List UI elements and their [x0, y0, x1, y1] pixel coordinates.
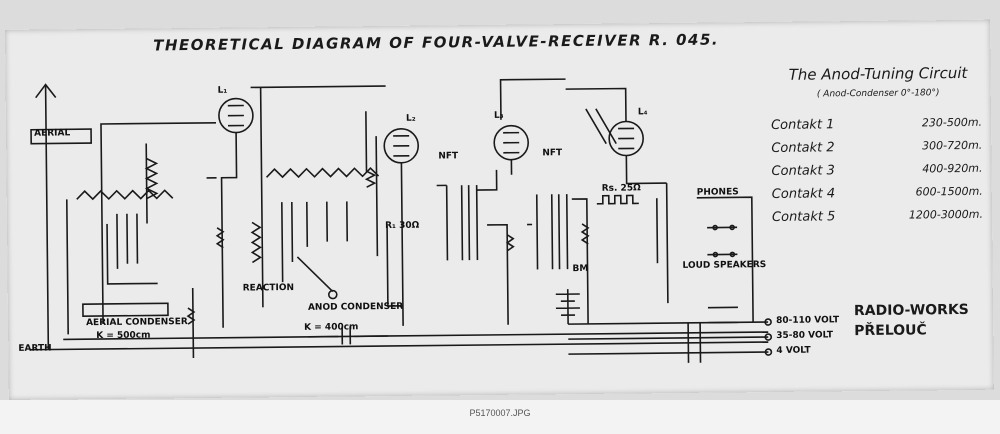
contact-row: Contakt 2 300-720m.	[771, 139, 986, 156]
schematic-sheet: THEORETICAL DIAGRAM OF FOUR-VALVE-RECEIV…	[5, 19, 994, 400]
contact-list: Contakt 1 230-500m. Contakt 2 300-720m. Co…	[771, 116, 987, 225]
bm-label: BM	[572, 263, 589, 275]
contact-range: 400-920m.	[922, 161, 983, 176]
anod-condenser-label: ANOD CONDENSER	[307, 301, 404, 313]
reaction-label: REACTION	[242, 282, 295, 294]
aerial-label: AERIAL	[34, 128, 71, 139]
volt-80-label: 80-110 VOLT	[776, 315, 840, 326]
circuit-drawing	[30, 78, 773, 363]
contact-label: Contakt 3	[771, 163, 835, 179]
loud-speakers-label: LOUD SPEAKERS	[682, 260, 767, 271]
volt-4-label: 4 VOLT	[776, 345, 811, 356]
nft2-label: NFT	[542, 148, 563, 159]
aerial-condenser-value: K = 500cm	[96, 330, 151, 342]
legend-title: The Anod-Tuning Circuit	[788, 63, 968, 84]
file-caption: P5170007.JPG	[469, 408, 531, 418]
contact-range: 1200-3000m.	[908, 207, 984, 222]
contact-label: Contakt 5	[771, 209, 836, 225]
contact-range: 300-720m.	[922, 138, 983, 153]
valve-l2-label: L₂	[405, 113, 416, 124]
contact-row: Contakt 5 1200-3000m.	[772, 208, 987, 225]
contact-range: 230-500m.	[921, 115, 983, 130]
contact-row: Contakt 4 600-1500m.	[772, 185, 987, 202]
contact-label: Contakt 2	[771, 140, 835, 156]
radio-works-mark: RADIO-WORKS PŘELOUČ	[854, 300, 969, 341]
contact-label: Contakt 4	[771, 186, 836, 202]
volt-35-label: 35-80 VOLT	[776, 330, 834, 341]
nft1-label: NFT	[438, 151, 459, 162]
legend-subtitle: ( Anod-Condenser 0°-180°)	[816, 88, 940, 100]
valve-l3-label: L₃	[493, 110, 504, 121]
earth-label: EARTH	[18, 343, 52, 354]
works-line1: RADIO-WORKS	[853, 301, 969, 320]
phones-label: PHONES	[696, 187, 739, 198]
rs-label: Rs. 25Ω	[601, 183, 641, 194]
valve-l1-label: L₁	[217, 85, 228, 96]
anod-tuning-legend: The Anod-Tuning Circuit ( Anod-Condenser…	[770, 64, 987, 233]
valve-l4-label: L₄	[637, 107, 648, 118]
aerial-condenser-label: AERIAL CONDENSER	[86, 317, 188, 329]
anod-condenser-value: K = 400cm	[304, 322, 359, 333]
works-line2: PŘELOUČ	[854, 322, 927, 340]
contact-row: Contakt 1 230-500m.	[771, 116, 986, 133]
contact-label: Contakt 1	[770, 117, 835, 133]
contact-row: Contakt 3 400-920m.	[771, 162, 986, 179]
r1-label: R₁ 30Ω	[385, 220, 420, 232]
contact-range: 600-1500m.	[915, 184, 983, 199]
